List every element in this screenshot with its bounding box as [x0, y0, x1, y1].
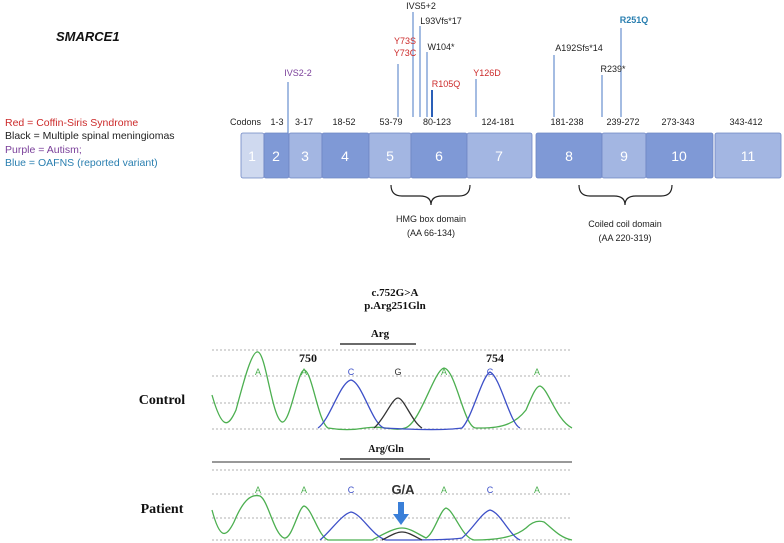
legend-item-red: Red = Coffin-Siris Syndrome	[5, 117, 138, 129]
hmg-box-brace	[390, 184, 471, 206]
coiled-coil-domain-name: Coiled coil domain	[588, 219, 662, 229]
control-label: Control	[139, 393, 186, 408]
patient-trace-blue	[319, 509, 521, 541]
mutation-a192sfs14: A192Sfs*14	[555, 43, 603, 53]
patient-base-7: A	[534, 485, 540, 495]
exon-7	[466, 132, 533, 179]
mutation-r251q: R251Q	[620, 15, 649, 25]
legend: Red = Coffin-Siris Syndrome Black = Mult…	[5, 117, 175, 169]
mutation-ivs2-2: IVS2-2	[284, 68, 312, 78]
patient-label: Patient	[141, 502, 184, 517]
exon-number-3: 3	[301, 148, 309, 164]
mutation-ivs5-2: IVS5+2	[406, 1, 436, 11]
patient-base-2: A	[301, 485, 307, 495]
coiled-coil-brace	[578, 184, 673, 206]
mutation-y73s: Y73S	[394, 36, 416, 46]
hmg-box-domain-range: (AA 66-134)	[407, 228, 455, 238]
exon-number-7: 7	[495, 148, 503, 164]
variant-cdna: c.752G>A	[372, 287, 419, 299]
control-base-1: A	[255, 367, 261, 377]
mutation-y126d: Y126D	[473, 68, 501, 78]
control-trace-black	[373, 397, 423, 429]
codon-range-exon-9: 239-272	[606, 117, 639, 127]
variant-arrow	[393, 502, 409, 525]
legend-item-black: Black = Multiple spinal meningiomas	[5, 130, 175, 142]
control-position-750: 750	[299, 351, 317, 365]
exon-11	[714, 132, 782, 179]
gene-title: SMARCE1	[56, 29, 120, 44]
exon-number-5: 5	[386, 148, 394, 164]
exon-10	[645, 132, 714, 179]
codon-range-exon-5: 53-79	[379, 117, 402, 127]
mutation-r239: R239*	[600, 64, 626, 74]
control-trace: A A C G A C A	[211, 349, 573, 431]
variant-protein: p.Arg251Gln	[364, 300, 425, 312]
codon-range-exon-3: 3-17	[295, 117, 313, 127]
mutation-labels: IVS2-2 IVS5+2 L93Vfs*17 Y73S Y73C W104* …	[284, 1, 648, 89]
hmg-box-domain-name: HMG box domain	[396, 214, 466, 224]
codon-range-exon-8: 181-238	[550, 117, 583, 127]
codon-range-exon-6: 80-123	[423, 117, 451, 127]
control-position-754: 754	[486, 351, 504, 365]
control-base-calls: A A C G A C A	[255, 367, 540, 377]
exon-track	[240, 132, 782, 179]
control-base-3: C	[348, 367, 355, 377]
domain-braces	[390, 184, 673, 206]
patient-trace-green	[211, 494, 573, 541]
patient-base-calls: A A C G/A A C A	[255, 482, 540, 497]
exon-number-11: 11	[741, 148, 756, 164]
codon-ranges: 1-3 3-17 18-52 53-79 80-123 124-181 181-…	[270, 117, 762, 127]
patient-trace-black	[381, 531, 423, 541]
exon-number-4: 4	[341, 148, 349, 164]
control-codon-label: Arg	[371, 328, 390, 340]
control-base-7: A	[534, 367, 540, 377]
control-trace-green	[211, 351, 573, 431]
control-trace-blue	[317, 371, 521, 431]
codon-range-exon-7: 124-181	[481, 117, 514, 127]
codon-range-exon-2: 1-3	[270, 117, 283, 127]
mutation-r105q: R105Q	[432, 79, 461, 89]
control-base-2: A	[301, 367, 307, 377]
exon-number-2: 2	[272, 148, 280, 164]
codon-range-exon-4: 18-52	[332, 117, 355, 127]
exon-number-8: 8	[565, 148, 573, 164]
exon-number-6: 6	[435, 148, 443, 164]
exon-number-9: 9	[620, 148, 628, 164]
exon-number-1: 1	[248, 148, 256, 164]
control-base-4: G	[394, 367, 401, 377]
control-base-5: A	[441, 367, 447, 377]
codon-range-exon-11: 343-412	[729, 117, 762, 127]
patient-base-1: A	[255, 485, 261, 495]
exon-number-10: 10	[671, 148, 687, 164]
patient-base-3: C	[348, 485, 355, 495]
patient-codon-label: Arg/Gln	[368, 444, 404, 455]
mutation-lines	[287, 12, 622, 133]
mutation-y73c: Y73C	[394, 48, 417, 58]
coiled-coil-domain-range: (AA 220-319)	[598, 233, 651, 243]
codon-range-exon-10: 273-343	[661, 117, 694, 127]
patient-base-4-heterozygous: G/A	[391, 482, 415, 497]
patient-base-5: A	[441, 485, 447, 495]
mutation-w104: W104*	[427, 42, 455, 52]
legend-item-blue: Blue = OAFNS (reported variant)	[5, 157, 158, 169]
legend-item-purple: Purple = Autism;	[5, 144, 82, 156]
patient-base-6: C	[487, 485, 494, 495]
mutation-l93vfs17: L93Vfs*17	[420, 16, 462, 26]
patient-trace: A A C G/A A C A	[211, 469, 573, 541]
codons-label: Codons	[230, 117, 262, 127]
exon-numbers: 1 2 3 4 5 6 7 8 9 10 11	[248, 148, 755, 164]
